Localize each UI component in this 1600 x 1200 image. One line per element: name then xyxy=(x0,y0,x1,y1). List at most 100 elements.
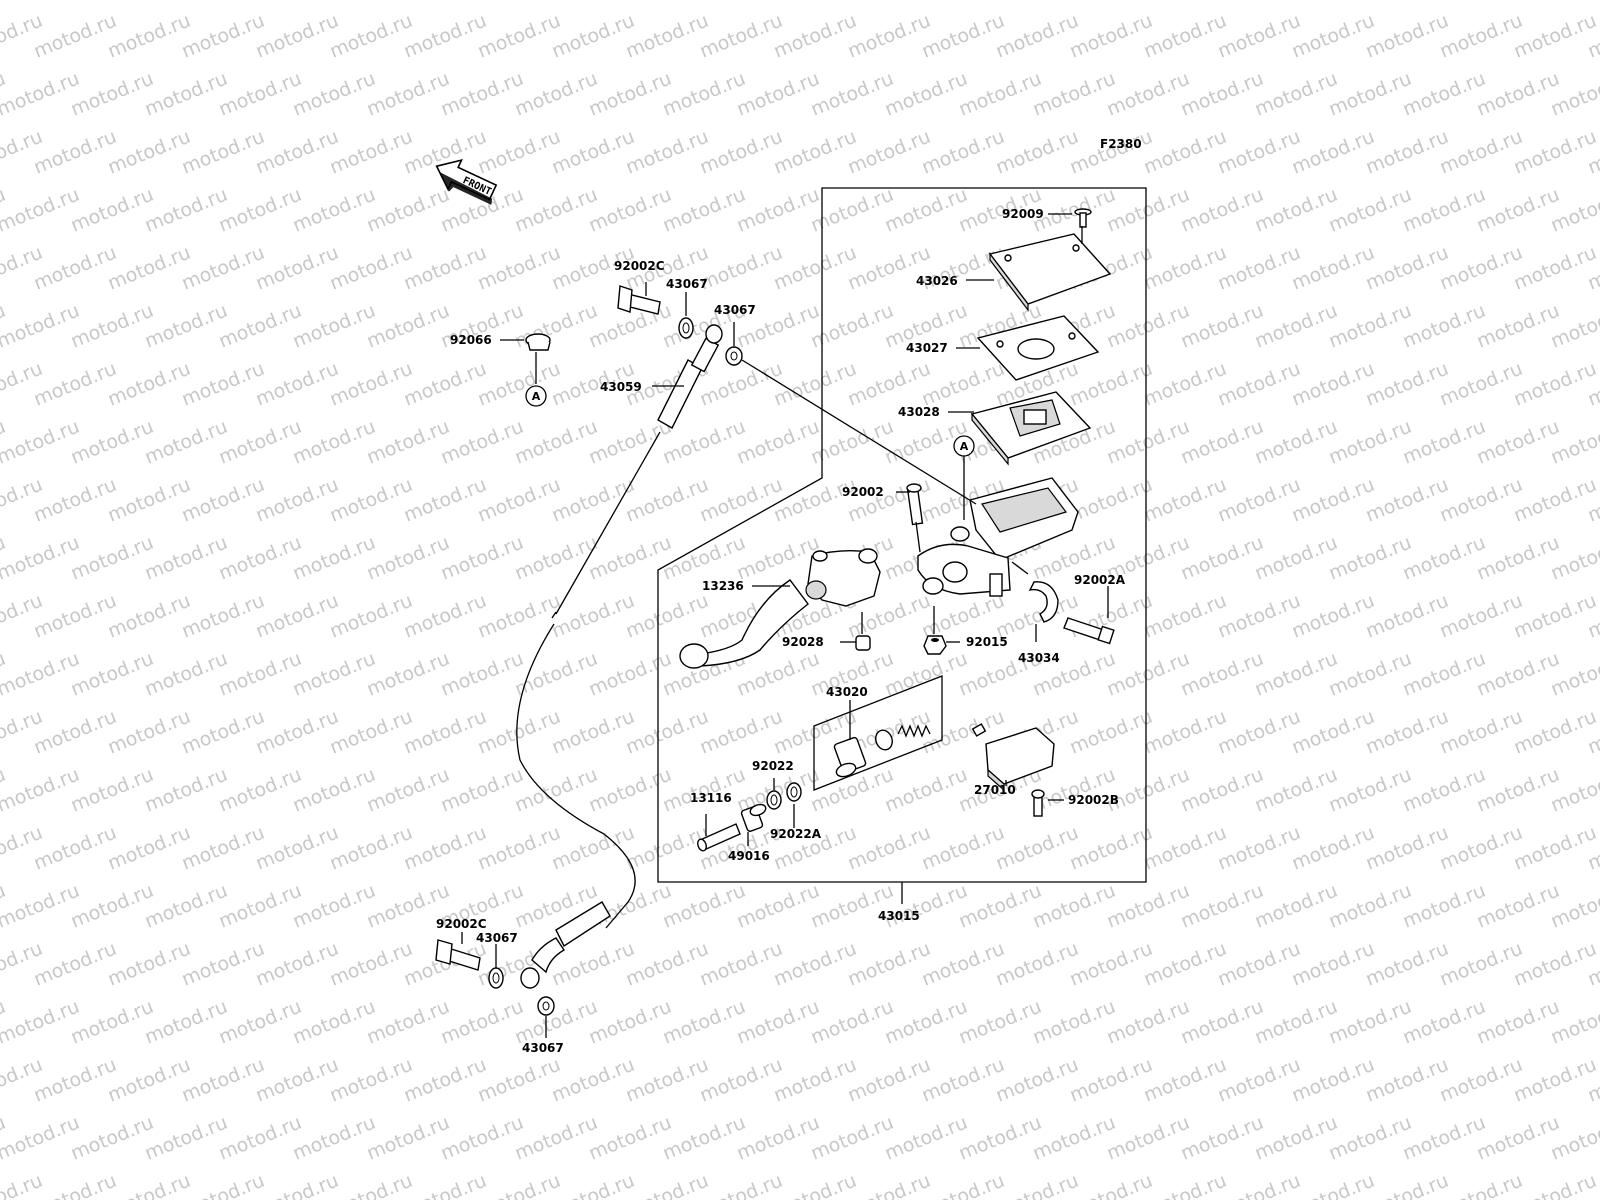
watermark-text: motod.ru xyxy=(105,706,194,759)
watermark-text: motod.ru xyxy=(1252,880,1341,933)
front-arrow-icon: FRONT xyxy=(435,158,498,205)
watermark-text: motod.ru xyxy=(993,1054,1082,1107)
watermark-text: motod.ru xyxy=(475,706,564,759)
watermark-text: motod.ru xyxy=(1252,300,1341,353)
watermark-text: motod.ru xyxy=(549,822,638,875)
watermark-text: motod.ru xyxy=(327,474,416,527)
watermark-text: motod.ru xyxy=(586,764,675,817)
watermark-text: motod.ru xyxy=(808,0,897,5)
label-43034: 43034 xyxy=(1018,651,1060,665)
watermark-text: motod.ru xyxy=(660,184,749,237)
watermark-text: motod.ru xyxy=(1289,706,1378,759)
watermark-text: motod.ru xyxy=(68,764,157,817)
watermark-text: motod.ru xyxy=(1178,0,1267,5)
watermark-text: motod.ru xyxy=(105,1170,194,1200)
watermark-text: motod.ru xyxy=(808,880,897,933)
watermark-text: motod.ru xyxy=(1141,126,1230,179)
watermark-text: motod.ru xyxy=(1326,184,1415,237)
watermark-text: motod.ru xyxy=(179,126,268,179)
watermark-text: motod.ru xyxy=(327,706,416,759)
watermark-text: motod.ru xyxy=(1104,416,1193,469)
watermark-text: motod.ru xyxy=(1437,1054,1526,1107)
watermark-text: motod.ru xyxy=(216,416,305,469)
bolt-92002 xyxy=(906,483,924,526)
watermark-text: motod.ru xyxy=(549,10,638,63)
label-43020: 43020 xyxy=(826,685,868,699)
watermark-text: motod.ru xyxy=(882,68,971,121)
watermark-text: motod.ru xyxy=(401,590,490,643)
watermark-text: motod.ru xyxy=(438,648,527,701)
watermark-text: motod.ru xyxy=(512,184,601,237)
watermark-text: motod.ru xyxy=(660,996,749,1049)
figure-code: F2380 xyxy=(1100,137,1142,151)
watermark-text: motod.ru xyxy=(1363,242,1452,295)
bolt-92002a xyxy=(1063,617,1115,645)
watermark-text: motod.ru xyxy=(549,938,638,991)
diaphragm-plate xyxy=(976,315,1100,381)
watermark-text: motod.ru xyxy=(845,1054,934,1107)
watermark-text: motod.ru xyxy=(919,358,1008,411)
watermark-text: motod.ru xyxy=(253,1170,342,1200)
watermark-text: motod.ru xyxy=(290,648,379,701)
watermark-text: motod.ru xyxy=(623,126,712,179)
watermark-text: motod.ru xyxy=(1104,764,1193,817)
watermark-text: motod.ru xyxy=(179,10,268,63)
watermark-text: motod.ru xyxy=(253,706,342,759)
watermark-text: motod.ru xyxy=(327,822,416,875)
watermark-text: motod.ru xyxy=(1363,1170,1452,1200)
watermark-text: motod.ru xyxy=(1437,706,1526,759)
watermark-text: motod.ru xyxy=(179,358,268,411)
watermark-text: motod.ru xyxy=(1474,0,1563,5)
watermark-text: motod.ru xyxy=(1030,0,1119,5)
watermark-text: motod.ru xyxy=(549,126,638,179)
watermark-text: motod.ru xyxy=(1326,68,1415,121)
watermark-text: motod.ru xyxy=(1326,532,1415,585)
watermark-text: motod.ru xyxy=(1215,706,1304,759)
watermark-text: motod.ru xyxy=(68,648,157,701)
watermark-text: motod.ru xyxy=(216,0,305,5)
watermark-text: motod.ru xyxy=(1437,822,1526,875)
watermark-text: motod.ru xyxy=(919,1054,1008,1107)
watermark-text: motod.ru xyxy=(1252,532,1341,585)
watermark-text: motod.ru xyxy=(216,532,305,585)
watermark-text: motod.ru xyxy=(1400,184,1489,237)
watermark-text: motod.ru xyxy=(216,764,305,817)
watermark-text: motod.ru xyxy=(1511,10,1600,63)
watermark-text: motod.ru xyxy=(68,184,157,237)
watermark-text: motod.ru xyxy=(845,10,934,63)
watermark-text: motod.ru xyxy=(1437,1170,1526,1200)
watermark-text: motod.ru xyxy=(1289,242,1378,295)
label-92002c-top: 92002C xyxy=(614,259,665,273)
watermark-text: motod.ru xyxy=(253,822,342,875)
watermark-text: motod.ru xyxy=(1030,880,1119,933)
watermark-text: motod.ru xyxy=(660,880,749,933)
watermark-text: motod.ru xyxy=(1141,590,1230,643)
watermark-text: motod.ru xyxy=(1215,242,1304,295)
watermark-text: motod.ru xyxy=(512,416,601,469)
watermark-text: motod.ru xyxy=(290,880,379,933)
watermark-text: motod.ru xyxy=(290,764,379,817)
watermark-text: motod.ru xyxy=(142,764,231,817)
watermark-text: motod.ru xyxy=(919,1170,1008,1200)
screw-92009 xyxy=(1074,208,1092,228)
label-92002b: 92002B xyxy=(1068,793,1119,807)
watermark-text: motod.ru xyxy=(401,242,490,295)
watermark-text: motod.ru xyxy=(0,1170,46,1200)
watermark-text: motod.ru xyxy=(1511,938,1600,991)
watermark-text: motod.ru xyxy=(1215,1170,1304,1200)
label-49016: 49016 xyxy=(728,849,770,863)
hose-43059 xyxy=(516,324,723,989)
label-43026: 43026 xyxy=(916,274,958,288)
watermark-text: motod.ru xyxy=(697,474,786,527)
ring-92022 xyxy=(766,790,782,810)
watermark-text: motod.ru xyxy=(845,126,934,179)
watermark-text: motod.ru xyxy=(216,68,305,121)
watermark-text: motod.ru xyxy=(1363,822,1452,875)
watermark-text: motod.ru xyxy=(68,532,157,585)
watermark-text: motod.ru xyxy=(1067,938,1156,991)
watermark-text: motod.ru xyxy=(771,358,860,411)
watermark-text: motod.ru xyxy=(1104,996,1193,1049)
watermark-text: motod.ru xyxy=(68,1112,157,1165)
watermark-text: motod.ru xyxy=(1141,938,1230,991)
watermark-text: motod.ru xyxy=(1400,68,1489,121)
